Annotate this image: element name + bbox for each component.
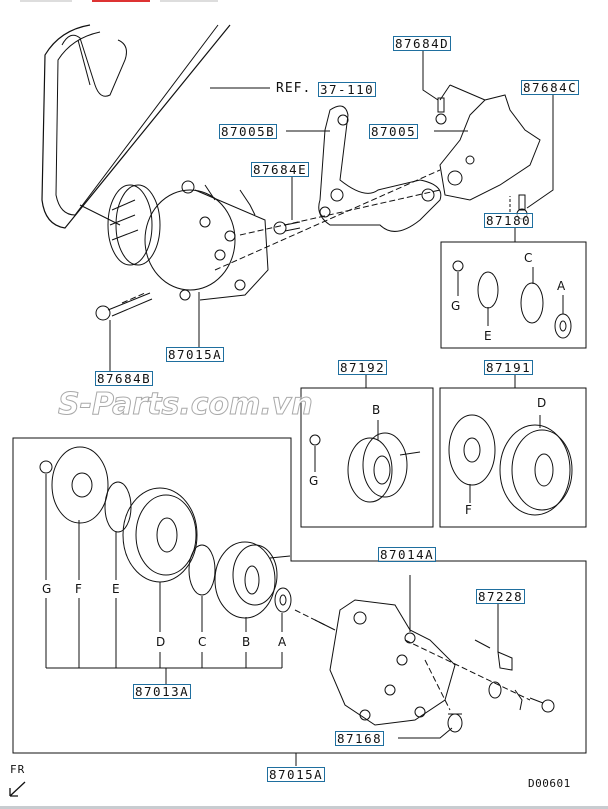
drive-belt: [41, 24, 270, 229]
letter-d: D: [537, 396, 547, 410]
bracket-87005B: [318, 105, 442, 232]
valve-87168: [447, 713, 463, 733]
part-87005[interactable]: 87005: [369, 124, 419, 139]
letter-d: D: [156, 635, 166, 649]
assembly-87015A-box: [12, 437, 587, 754]
letter-b: B: [242, 635, 251, 649]
bottom-divider: [0, 806, 608, 809]
kit-87192-box: [300, 387, 434, 528]
kit-87192-parts: [309, 420, 421, 503]
letter-b: B: [372, 403, 381, 417]
watermark: S-Parts.com.vn: [58, 387, 314, 422]
bolt-87684D: [435, 97, 447, 125]
letter-g: G: [451, 299, 461, 313]
letter-g: G: [42, 582, 52, 596]
ref-prefix: REF.: [276, 81, 312, 96]
top-tab-active: [92, 0, 150, 2]
compressor-body: [314, 599, 456, 726]
letter-e: E: [484, 329, 492, 343]
letter-f: F: [465, 503, 472, 517]
letter-leaders: [45, 474, 283, 684]
kit-87180-box: [440, 241, 587, 349]
part-87191[interactable]: 87191: [484, 360, 534, 375]
top-tab: [160, 0, 218, 2]
bolt-87684B: [95, 292, 153, 321]
letter-a: A: [557, 279, 566, 293]
part-87013A[interactable]: 87013A: [133, 684, 192, 699]
kit-87180-parts: [452, 260, 572, 339]
kit-87191-box: [439, 387, 587, 528]
ref-link-37-110[interactable]: 37-110: [318, 82, 377, 97]
top-tab: [20, 0, 72, 2]
clutch-exploded-parts: [39, 446, 292, 619]
part-87684D[interactable]: 87684D: [393, 36, 452, 51]
part-87192[interactable]: 87192: [338, 360, 388, 375]
letter-c: C: [198, 635, 207, 649]
part-87684B[interactable]: 87684B: [95, 371, 154, 386]
letter-g: G: [309, 474, 319, 488]
kit-87191-parts: [448, 414, 573, 516]
part-87005B[interactable]: 87005B: [219, 124, 278, 139]
letter-a: A: [278, 635, 287, 649]
part-87684C[interactable]: 87684C: [521, 80, 580, 95]
letter-f: F: [75, 582, 82, 596]
part-87015A-bottom[interactable]: 87015A: [267, 767, 326, 782]
front-direction-label: FR: [10, 763, 26, 776]
bolt-87228: [529, 697, 555, 713]
part-87180[interactable]: 87180: [484, 213, 534, 228]
switch-87228: [474, 639, 523, 711]
part-87228[interactable]: 87228: [476, 589, 526, 604]
part-87014A[interactable]: 87014A: [378, 547, 437, 562]
part-87684E[interactable]: 87684E: [251, 162, 310, 177]
bolt-87684E: [273, 221, 301, 235]
front-arrow-icon: [9, 781, 26, 797]
letter-c: C: [524, 251, 533, 265]
bracket-87005: [439, 94, 541, 201]
compressor-assembly: [107, 180, 269, 301]
diagram-code: D00601: [528, 777, 571, 790]
part-87168[interactable]: 87168: [335, 731, 385, 746]
letter-e: E: [112, 582, 120, 596]
part-87015A-top[interactable]: 87015A: [166, 347, 225, 362]
